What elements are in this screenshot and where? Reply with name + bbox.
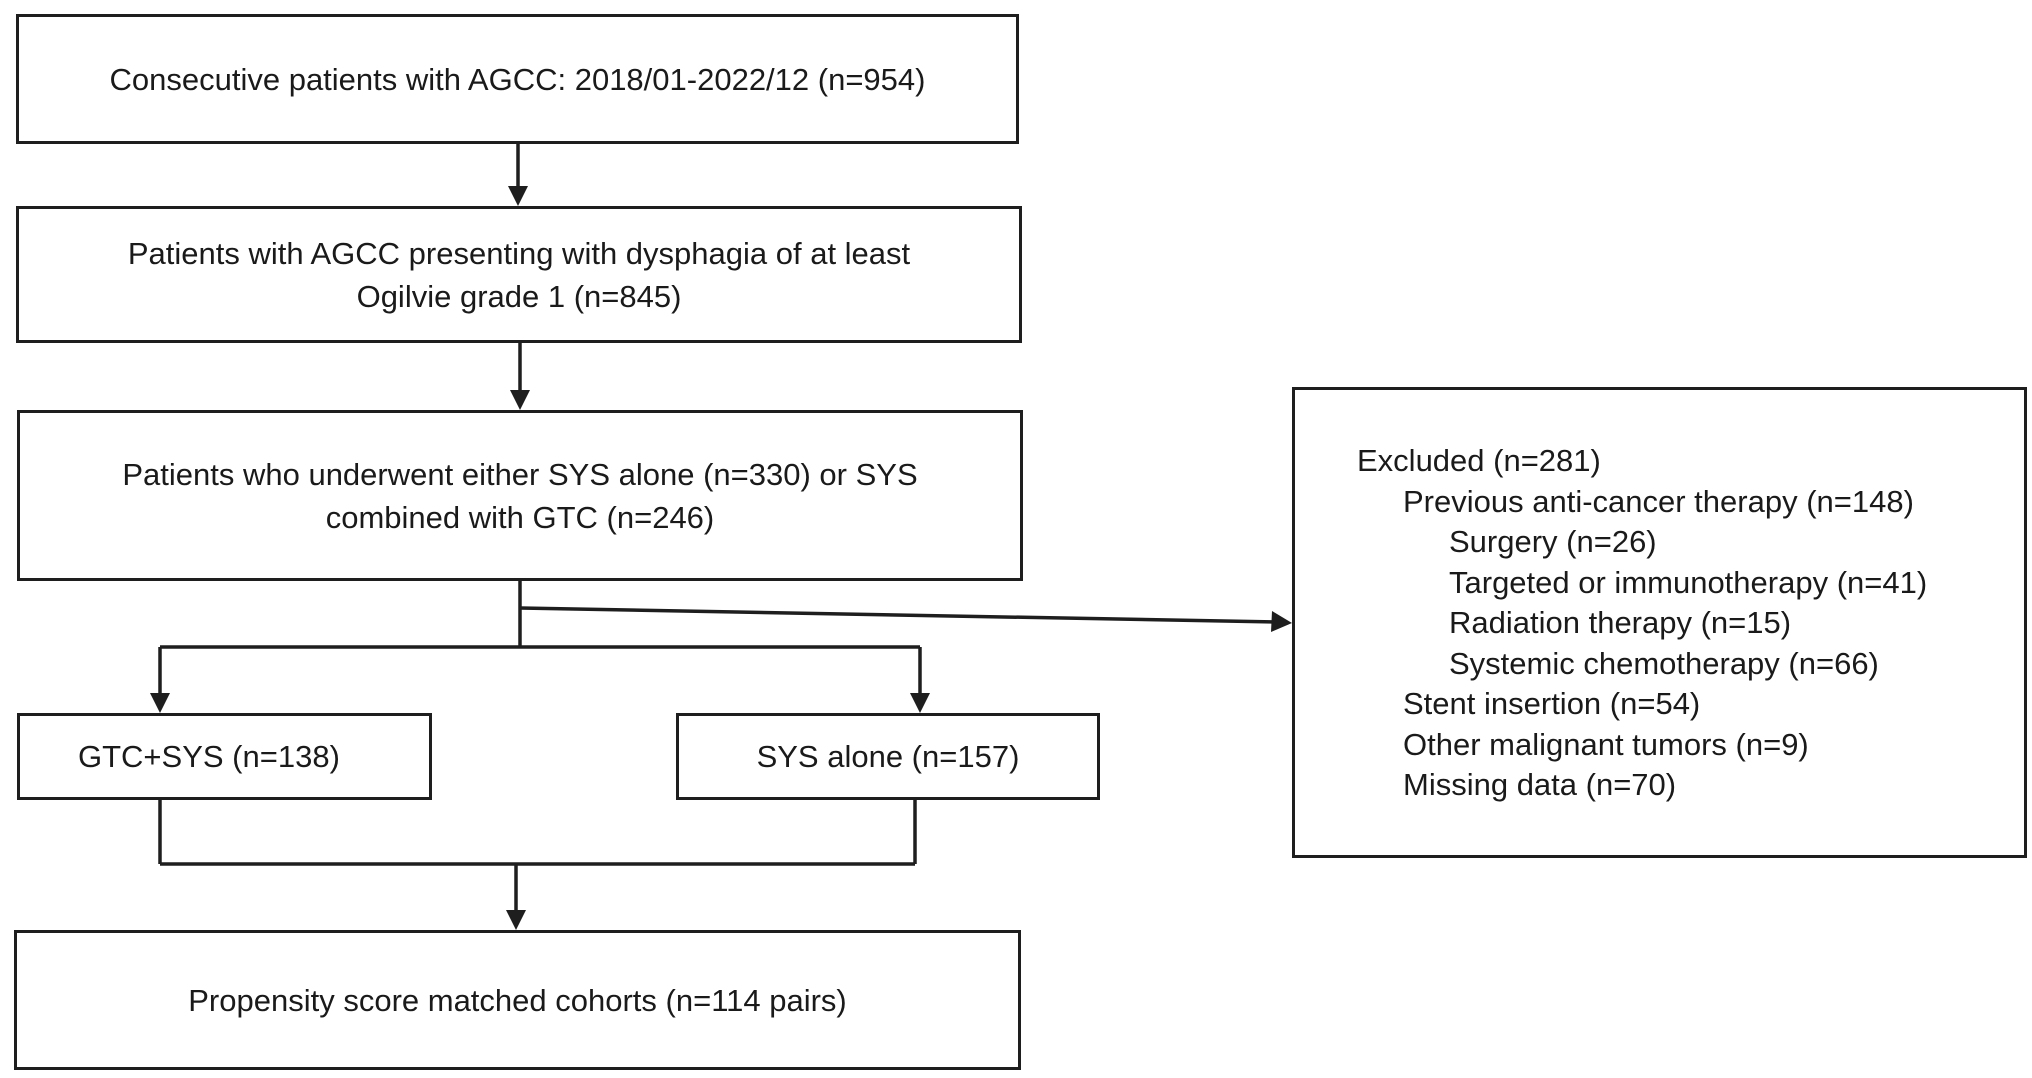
excluded-item-targeted-immunotherapy: Targeted or immunotherapy (n=41) xyxy=(1449,564,1928,600)
arrow-to-excluded xyxy=(519,606,1277,624)
arrowhead-matched xyxy=(506,910,526,930)
box-dysphagia-patients: Patients with AGCC presenting with dysph… xyxy=(16,206,1022,343)
box-sys-alone-cohort: SYS alone (n=157) xyxy=(676,713,1100,800)
arrowhead-1 xyxy=(508,186,528,206)
box-propensity-matched: Propensity score matched cohorts (n=114 … xyxy=(14,930,1021,1070)
excluded-item-missing-data: Missing data (n=70) xyxy=(1403,767,1677,802)
gtc-sys-label: GTC+SYS (n=138) xyxy=(78,739,340,774)
box-underwent-therapy: Patients who underwent either SYS alone … xyxy=(17,410,1023,581)
arrowhead-2 xyxy=(510,390,530,410)
dysphagia-line-1: Patients with AGCC presenting with dysph… xyxy=(127,235,911,271)
excluded-item-previous-therapy: Previous anti-cancer therapy (n=148) xyxy=(1403,483,1914,519)
box-excluded: Excluded (n=281) Previous anti-cancer th… xyxy=(1292,387,2027,858)
sys-alone-label: SYS alone (n=157) xyxy=(756,739,1020,774)
excluded-item-systemic-chemo: Systemic chemotherapy (n=66) xyxy=(1449,645,1879,681)
box-consecutive-patients: Consecutive patients with AGCC: 2018/01-… xyxy=(16,14,1019,144)
arrowhead-gtc xyxy=(150,693,170,713)
underwent-line-1: Patients who underwent either SYS alone … xyxy=(122,456,918,492)
excluded-title: Excluded (n=281) xyxy=(1357,443,1601,478)
dysphagia-line-2: Ogilvie grade 1 (n=845) xyxy=(356,278,682,314)
consecutive-line-1: Consecutive patients with AGCC: 2018/01-… xyxy=(109,61,926,97)
box-gtc-sys-cohort: GTC+SYS (n=138) xyxy=(17,713,432,800)
underwent-line-2: combined with GTC (n=246) xyxy=(325,499,715,535)
excluded-item-surgery: Surgery (n=26) xyxy=(1449,524,1657,559)
excluded-item-other-tumors: Other malignant tumors (n=9) xyxy=(1403,726,1809,762)
matched-label: Propensity score matched cohorts (n=114 … xyxy=(188,982,847,1018)
excluded-item-stent: Stent insertion (n=54) xyxy=(1403,686,1701,721)
arrowhead-excluded xyxy=(1271,611,1292,632)
arrowhead-sys-alone xyxy=(910,693,930,713)
excluded-item-radiation: Radiation therapy (n=15) xyxy=(1449,605,1792,640)
